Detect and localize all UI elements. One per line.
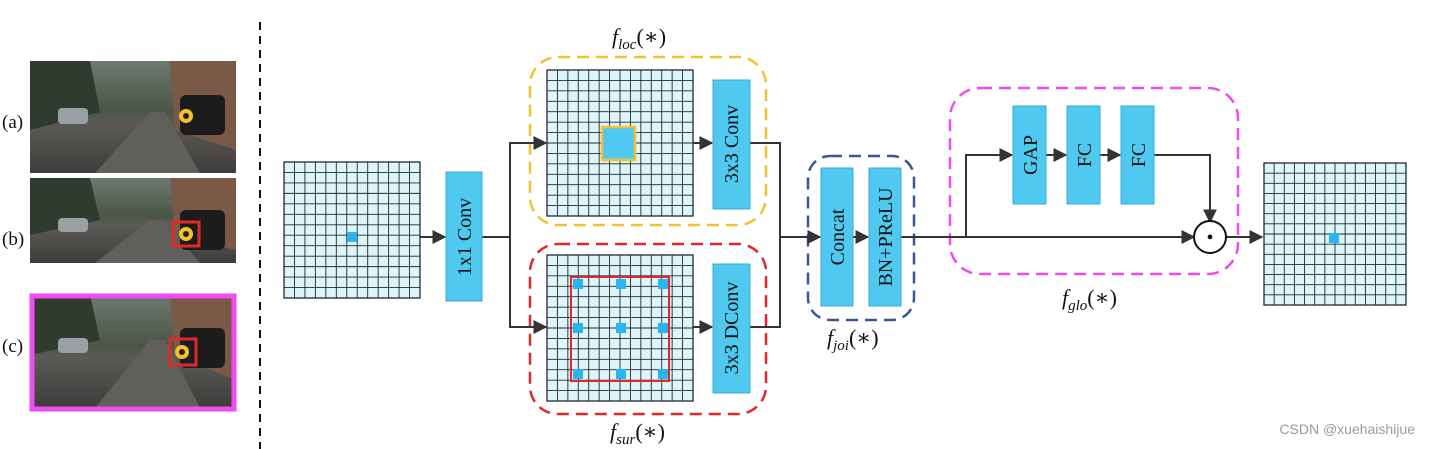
grid-lines (1264, 163, 1406, 305)
connectors (420, 136, 1264, 334)
f-glo-label: fglo(∗) (1062, 285, 1117, 314)
street-image-b (30, 178, 236, 263)
operator-symbol: • (1206, 227, 1213, 249)
concat-block: Concat (820, 167, 854, 307)
bnprelu-label: BN+PReLU (875, 187, 897, 287)
input-feature-grid (283, 161, 421, 299)
dconv3-block: 3x3 DConv (712, 263, 751, 394)
concat-label: Concat (827, 208, 849, 265)
conv1-label: 1x1 Conv (454, 198, 476, 276)
panel-label-a: (a) (2, 112, 23, 133)
conv3-block: 3x3 Conv (712, 79, 751, 210)
panel-label-c: (c) (2, 336, 23, 357)
watermark: CSDN @xuehaishijue (1279, 421, 1415, 437)
conv3-label: 3x3 Conv (721, 105, 743, 183)
fc1-label: FC (1074, 143, 1096, 167)
bnprelu-block: BN+PReLU (868, 167, 902, 307)
dconv3-label: 3x3 DConv (721, 282, 743, 375)
example-images: (a) (b) (c) (2, 61, 237, 412)
f-sur-label: fsur(∗) (610, 419, 665, 448)
gap-block: GAP (1012, 105, 1047, 205)
conv1-block: 1x1 Conv (445, 171, 483, 302)
fc2-label: FC (1128, 143, 1150, 167)
fc2-block: FC (1120, 105, 1155, 205)
f-joi-label: fjoi(∗) (827, 325, 879, 354)
grid-background (283, 161, 421, 299)
dilated-sample-cells (573, 279, 668, 379)
image-frame-c (29, 293, 237, 412)
glo-boundary (948, 86, 1240, 276)
elementwise-product-operator: • (1193, 220, 1227, 254)
f-loc-label: floc(∗) (612, 24, 666, 53)
street-image-c (29, 293, 237, 412)
street-image-a (30, 61, 236, 173)
output-center-cell (1329, 233, 1339, 243)
input-center-cell (347, 232, 357, 242)
fc1-block: FC (1066, 105, 1101, 205)
panel-label-b: (b) (2, 229, 24, 250)
gap-label: GAP (1020, 135, 1042, 175)
surrounding-window (570, 276, 670, 382)
local-3x3-window (600, 125, 637, 162)
